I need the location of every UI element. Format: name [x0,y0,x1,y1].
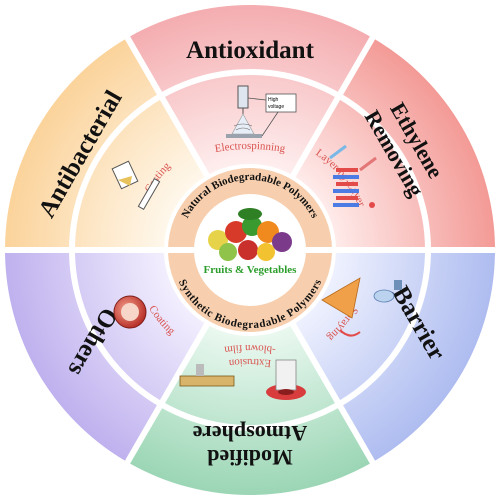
extrusion-label-line2: -blown film [223,342,276,356]
modified-label-line2: Atmosphere [193,421,308,446]
spraying-illustration [321,277,402,337]
casting-illustration [111,160,161,211]
sector-antioxidant [130,4,370,175]
outer-sectors [5,4,495,495]
layer-by-layer-illustration [329,144,377,208]
fruits-vegetables-label: Fruits & Vegetables [204,264,298,276]
electrospinning-illustration: High voltage [226,85,297,138]
band-separator [69,69,431,431]
fruit-basket-illustration [208,208,292,261]
modified-atmosphere-label: Modified Atmosphere [193,421,308,470]
electrospinning-label: Electrospinning [214,140,287,155]
extrusion-blown-film-label: Extrusion -blown film [223,342,276,369]
coating-illustration [113,295,147,329]
sector-modified-atmosphere [130,325,370,495]
high-voltage-label-line2: voltage [268,104,284,110]
modified-label-line1: Modified [207,445,293,470]
extrusion-blown-film-illustration [179,359,306,400]
high-voltage-label-line1: High [268,97,279,103]
extrusion-label-line1: Extrusion [228,356,272,369]
antioxidant-label: Antioxidant [186,37,314,64]
